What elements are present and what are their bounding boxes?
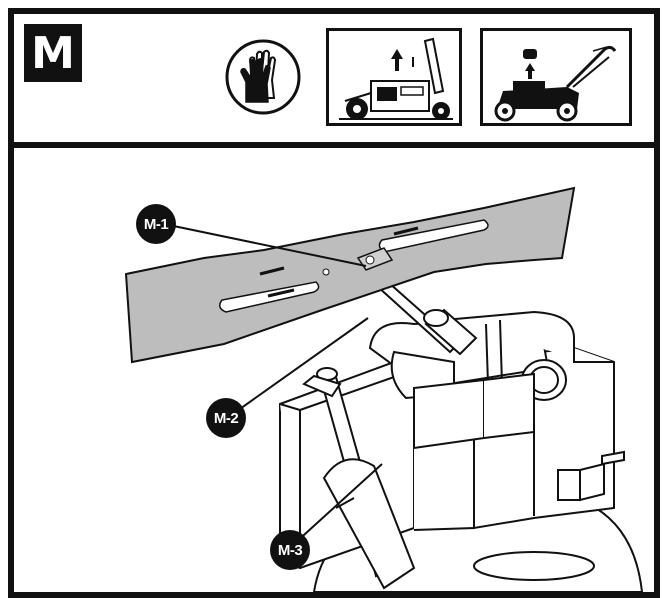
up-arrow-icon	[391, 49, 403, 71]
step-badge: M	[24, 24, 82, 82]
header-panel: M	[14, 14, 654, 148]
vise-icon	[279, 310, 644, 592]
illustration-panel: M-1 M-2 M-3	[14, 148, 654, 592]
lift-engine-icon	[326, 28, 462, 126]
callout-m1: M-1	[136, 204, 176, 244]
blade-icon	[124, 186, 576, 364]
instruction-frame: M	[8, 8, 660, 598]
leader-lines	[163, 223, 383, 545]
gloves-icon	[224, 38, 302, 116]
callout-m3: M-3	[270, 530, 310, 570]
callout-m2: M-2	[206, 398, 246, 438]
lawn-mower-icon	[480, 28, 632, 126]
